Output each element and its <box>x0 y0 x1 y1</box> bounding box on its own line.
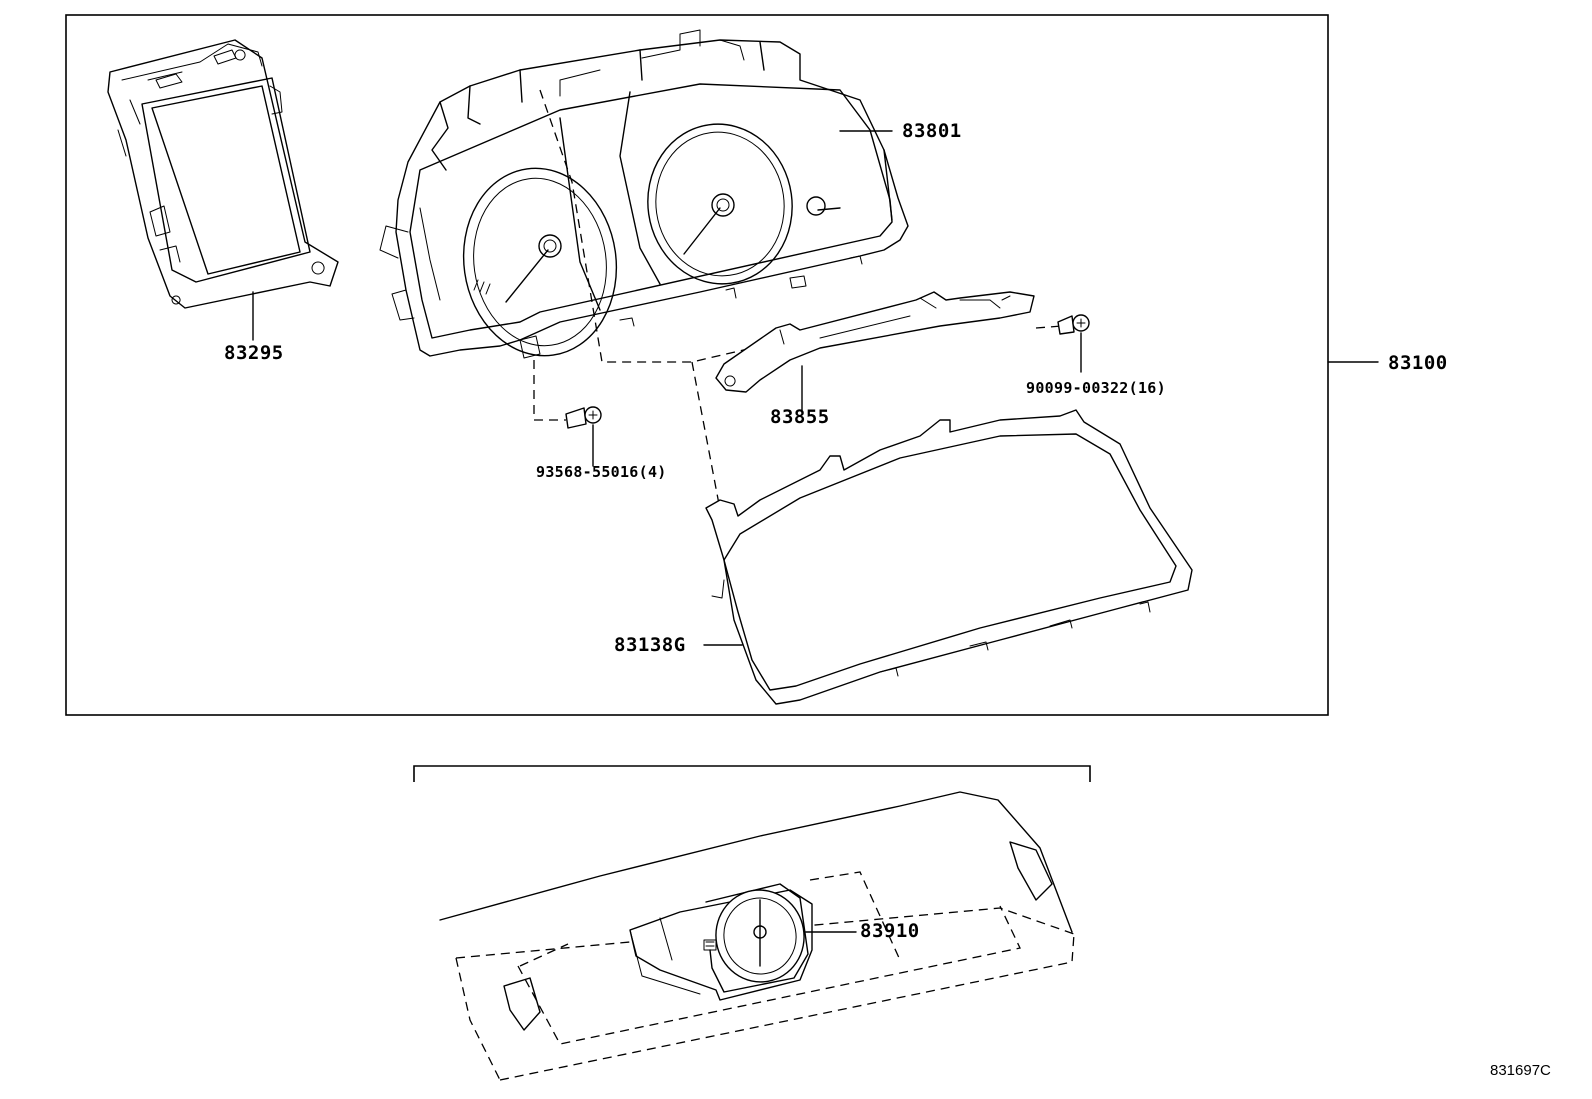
label-glass-cover: 83138G <box>614 634 686 656</box>
diagram-id: 831697C <box>1490 1062 1551 1079</box>
label-display-unit: 83295 <box>224 342 284 364</box>
label-assembly: 83100 <box>1388 352 1448 374</box>
alignment-dashes <box>533 89 1063 521</box>
clock-group-bracket <box>413 765 1091 782</box>
glass-cover-drawing <box>705 409 1193 705</box>
instrument-panel-drawing <box>439 791 1075 1081</box>
meter-unit-drawing <box>379 29 909 359</box>
display-unit-drawing <box>107 39 339 309</box>
assembly-frame <box>65 14 1329 716</box>
label-meter-unit: 83801 <box>902 120 962 142</box>
bracket-drawing <box>715 291 1035 393</box>
label-bracket: 83855 <box>770 406 830 428</box>
bracket-screw-drawing <box>1057 314 1090 335</box>
label-bracket-screw: 90099-00322(16) <box>1026 379 1166 397</box>
label-clock: 83910 <box>860 920 920 942</box>
meter-screw-drawing <box>565 406 602 429</box>
label-meter-screw: 93568-55016(4) <box>536 463 667 481</box>
clock-drawing <box>629 883 813 1001</box>
